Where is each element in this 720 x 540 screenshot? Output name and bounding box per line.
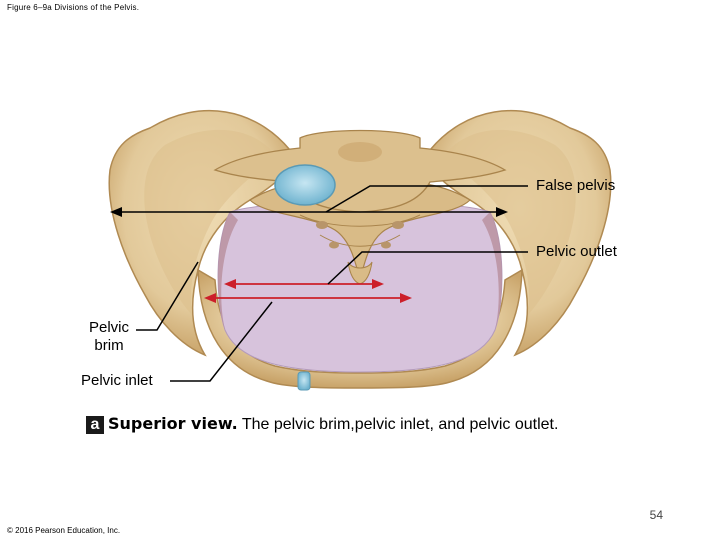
- label-false-pelvis: False pelvis: [536, 177, 616, 194]
- label-pelvic-brim-line2: brim: [94, 337, 124, 354]
- label-pelvic-brim-line1: Pelvic: [88, 319, 129, 336]
- copyright: © 2016 Pearson Education, Inc.: [7, 526, 121, 535]
- caption-bold: Superior view.: [108, 414, 238, 433]
- coccyx: [347, 261, 373, 285]
- label-pelvic-outlet: Pelvic outlet: [536, 243, 617, 260]
- caption-letter: a: [86, 416, 104, 434]
- label-pelvic-brim: Pelvic brim: [84, 319, 134, 355]
- label-pelvic-inlet: Pelvic inlet: [81, 372, 153, 389]
- pubic-symphysis: [297, 371, 311, 391]
- leader-false-pelvis: [325, 185, 528, 213]
- leader-pelvic-outlet: [327, 251, 528, 285]
- caption-text: The pelvic brim,pelvic inlet, and pelvic…: [237, 416, 559, 433]
- pubic-ring: [197, 268, 523, 389]
- leader-pelvic-brim: [136, 261, 199, 331]
- figure-title: Figure 6–9a Divisions of the Pelvis.: [7, 3, 140, 12]
- leader-pelvic-inlet: [170, 301, 273, 382]
- intervertebral-disc: [274, 164, 336, 206]
- page-number: 54: [649, 508, 663, 522]
